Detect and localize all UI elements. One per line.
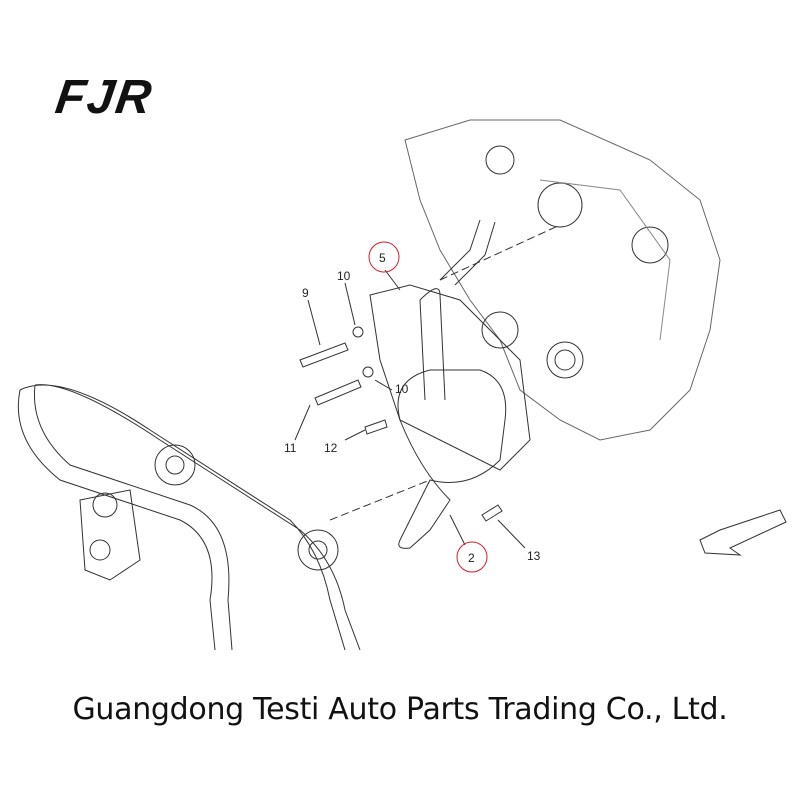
bolt-12 [364, 419, 388, 435]
water-pump [397, 369, 507, 549]
callout-5: 5 [379, 251, 386, 265]
callout-2: 2 [468, 551, 475, 565]
callout-circle-5 [368, 241, 400, 273]
front-direction-arrow [699, 509, 787, 556]
callout-12: 12 [324, 441, 338, 455]
callout-13: 13 [527, 549, 541, 563]
idler-pulley-upper [154, 444, 196, 486]
washer-10a [352, 326, 364, 338]
callout-9: 9 [302, 286, 309, 300]
pump-hose [419, 219, 496, 401]
callout-circle-2 [456, 541, 488, 573]
bolt-11 [314, 379, 362, 406]
timing-cover [404, 119, 721, 441]
pump-gasket [369, 284, 531, 471]
callout-11: 11 [284, 441, 297, 455]
bolt-9 [299, 342, 349, 368]
bolt-13 [481, 504, 503, 522]
water-pump-exploded-diagram: 5 10 9 10 11 12 2 13 [17, 119, 787, 651]
serpentine-belt [17, 384, 361, 651]
callout-10-upper: 10 [337, 269, 351, 283]
washer-10b [362, 366, 374, 378]
company-name: Guangdong Testi Auto Parts Trading Co., … [72, 692, 728, 727]
callout-10-lower: 10 [395, 382, 409, 396]
idler-pulley-lower [297, 529, 339, 571]
fjr-logo: FJR [52, 71, 157, 124]
belt-tensioner [79, 489, 141, 581]
